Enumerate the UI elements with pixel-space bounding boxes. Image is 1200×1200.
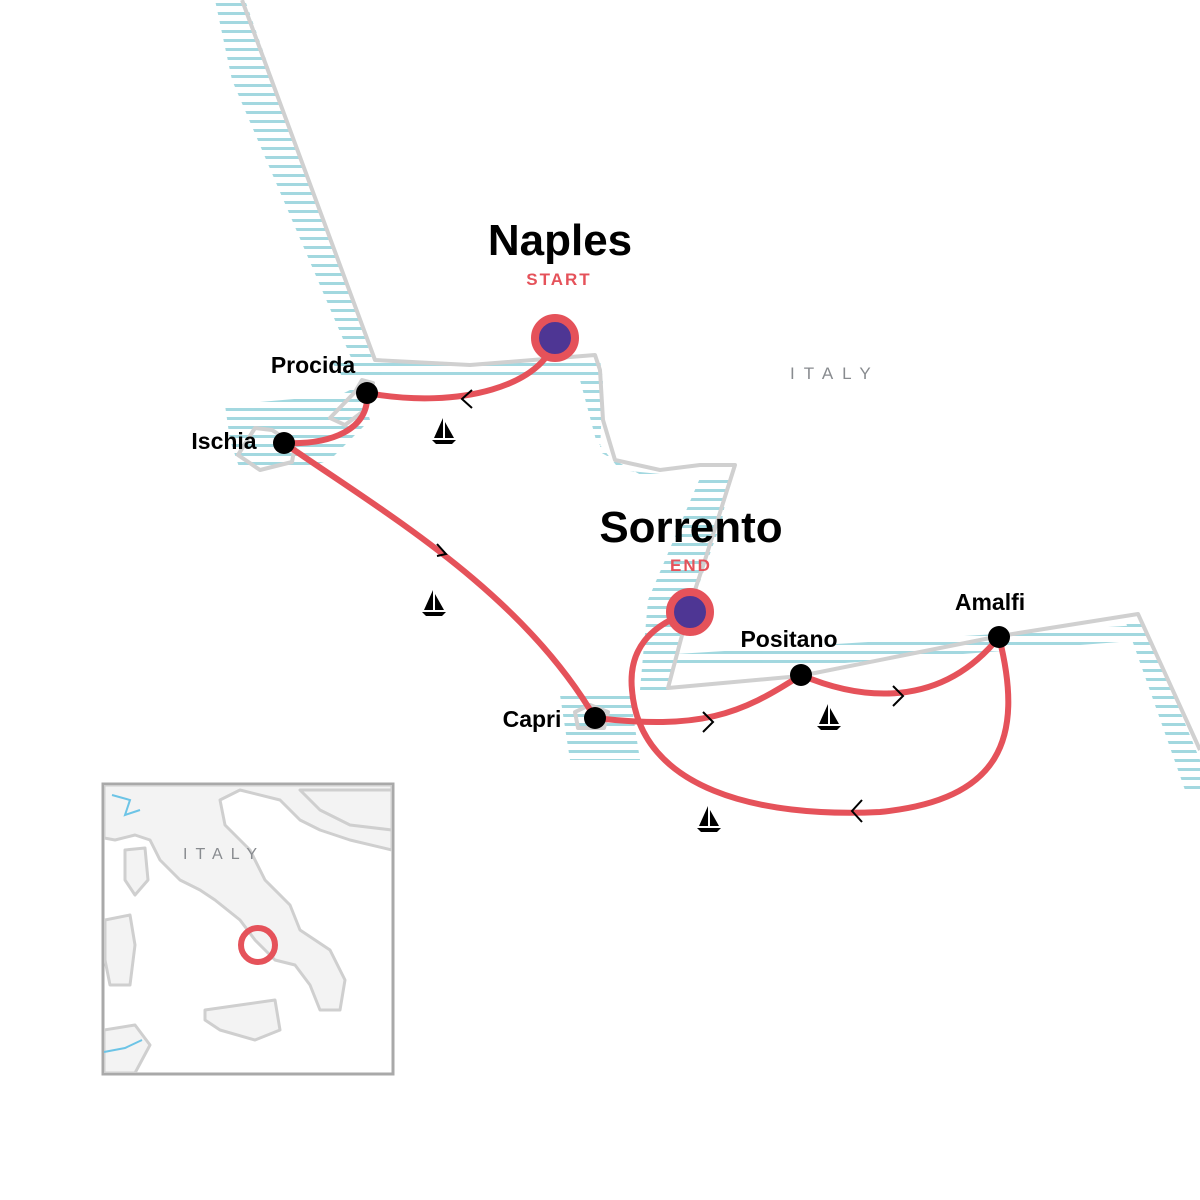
stop-label-sorrento: Sorrento [599, 503, 783, 552]
inset-country-label: ITALY [183, 846, 266, 863]
country-label: ITALY [790, 364, 880, 383]
marker-amalfi [988, 626, 1010, 648]
route-line [281, 335, 1012, 816]
stop-label-ischia: Ischia [191, 428, 257, 454]
stop-label-amalfi: Amalfi [954, 589, 1026, 615]
marker-sorrento [666, 588, 714, 636]
stop-label-naples: Naples [487, 216, 633, 265]
sailboat-icon [422, 418, 841, 832]
inset-map [101, 782, 395, 1076]
direction-arrows [436, 389, 905, 823]
end-tag: END [670, 556, 712, 575]
stop-label-procida: Procida [270, 352, 356, 378]
marker-ischia [273, 432, 295, 454]
stop-label-positano: Positano [740, 626, 838, 652]
start-tag: START [526, 270, 592, 289]
marker-naples [531, 314, 579, 362]
stop-label-capri: Capri [502, 706, 562, 732]
marker-procida [356, 382, 378, 404]
water-hatching [215, 0, 1200, 790]
marker-positano [790, 664, 812, 686]
stop-markers-major [531, 314, 714, 636]
inset-highlight-ring [238, 925, 278, 965]
marker-capri [584, 707, 606, 729]
stop-markers-minor [273, 382, 1010, 729]
